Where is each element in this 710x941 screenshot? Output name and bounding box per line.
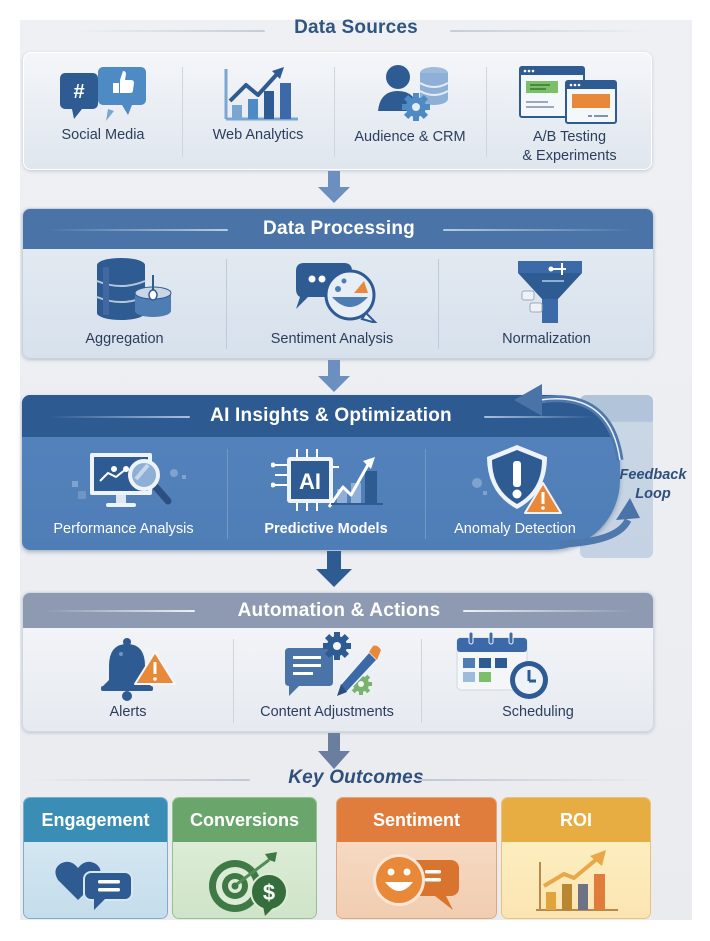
cell-divider (438, 259, 439, 349)
svg-text:$: $ (263, 880, 275, 905)
smiley-chat-icon (373, 854, 459, 910)
data-processing-header: Data Processing (23, 209, 653, 249)
outcome-body (24, 842, 167, 918)
processing-aggregation[interactable]: Aggregation (23, 249, 226, 358)
svg-text:#: # (73, 81, 84, 103)
title-rule-right (463, 610, 633, 612)
processing-label: Sentiment Analysis (270, 331, 394, 347)
outcome-header: Engagement (24, 798, 167, 842)
source-label: Social Media (61, 127, 145, 143)
flow-arrow-down (318, 360, 350, 392)
automation-title: Automation & Actions (237, 600, 441, 621)
action-label: Scheduling (502, 704, 574, 720)
action-alerts[interactable]: Alerts (23, 628, 233, 731)
action-label: Content Adjustments (260, 704, 394, 720)
ai-insights-panel: AI Insights & Optimization Performance A… (22, 395, 620, 550)
outcome-body (502, 842, 650, 918)
title-rule-left (48, 229, 228, 231)
ab-testing-windows-icon (519, 66, 617, 124)
data-processing-panel: Data Processing Aggregation (22, 208, 654, 359)
processing-sentiment-analysis[interactable]: Sentiment Analysis (226, 249, 438, 358)
title-rule-left (75, 30, 265, 32)
ai-label: Anomaly Detection (454, 521, 576, 537)
heart-chat-icon (55, 861, 133, 910)
feedback-loop-arrow-icon[interactable] (500, 370, 650, 550)
source-ab-testing[interactable]: A/B Testing & Experiments (486, 53, 651, 169)
key-outcomes-title: Key Outcomes (288, 767, 424, 788)
action-content-adjustments[interactable]: Content Adjustments (233, 628, 421, 731)
outcome-conversions[interactable]: Conversions $ (172, 797, 317, 919)
title-rule-right (418, 779, 658, 781)
monitor-magnifier-icon (72, 453, 186, 507)
cell-divider (227, 449, 228, 539)
feedback-line1: Feedback (619, 467, 687, 483)
source-label: Web Analytics (212, 127, 304, 143)
outcome-header: ROI (502, 798, 650, 842)
data-sources-title: Data Sources (294, 17, 418, 38)
outcome-body (337, 842, 496, 918)
ai-predictive-models[interactable]: AI Predictive Models (227, 437, 425, 550)
web-analytics-chart-icon (224, 67, 298, 121)
target-dollar-icon: $ (209, 852, 288, 916)
outcome-roi[interactable]: ROI (501, 797, 651, 919)
outcome-body: $ (173, 842, 316, 918)
data-sources-panel: # Social Media Web Analytics (23, 52, 652, 170)
outcome-sentiment[interactable]: Sentiment (336, 797, 497, 919)
action-label: Alerts (109, 704, 147, 720)
title-rule-right (443, 229, 633, 231)
diagram-canvas: Data Sources # Social Media (20, 17, 693, 920)
processing-normalization[interactable]: Normalization (438, 249, 653, 358)
audience-crm-icon (378, 65, 449, 121)
outcome-header: Sentiment (337, 798, 496, 842)
document-edit-gear-icon (285, 632, 381, 698)
source-web-analytics[interactable]: Web Analytics (182, 53, 334, 169)
database-aggregation-icon (96, 258, 172, 320)
ai-chip-trend-icon: AI (271, 449, 383, 511)
outcome-header: Conversions (173, 798, 316, 842)
data-processing-title: Data Processing (263, 218, 415, 239)
action-scheduling[interactable]: Scheduling (421, 628, 653, 731)
automation-header: Automation & Actions (23, 593, 653, 628)
roi-growth-chart-icon (536, 850, 618, 911)
flow-arrow-down (316, 551, 352, 587)
cell-divider (182, 67, 183, 157)
shield-warning-icon (472, 445, 562, 514)
source-label: Audience & CRM (354, 129, 466, 145)
source-social-media[interactable]: # Social Media (24, 53, 182, 169)
ai-label: Predictive Models (264, 521, 388, 537)
ai-anomaly-detection[interactable]: Anomaly Detection (425, 437, 605, 550)
feedback-line2: Loop (635, 486, 671, 502)
title-rule-left (25, 779, 250, 781)
outcome-engagement[interactable]: Engagement (23, 797, 168, 919)
svg-text:AI: AI (299, 469, 321, 494)
source-label-line2: & Experiments (522, 148, 617, 164)
flow-arrow-down (318, 171, 350, 203)
cell-divider (233, 639, 234, 723)
sentiment-chat-icon (296, 263, 378, 323)
flow-arrow-down (318, 733, 350, 769)
funnel-icon (518, 261, 582, 323)
ai-label: Performance Analysis (53, 521, 194, 537)
calendar-clock-icon (456, 631, 548, 699)
source-audience-crm[interactable]: Audience & CRM (334, 53, 486, 169)
processing-label: Normalization (502, 331, 591, 347)
bell-warning-icon (101, 638, 176, 701)
title-rule-right (450, 30, 650, 32)
cell-divider (486, 67, 487, 157)
title-rule-right (484, 416, 594, 418)
ai-insights-title: AI Insights & Optimization (210, 405, 452, 426)
cell-divider (425, 449, 426, 539)
cell-divider (226, 259, 227, 349)
title-rule-left (50, 416, 190, 418)
feedback-loop-label: Feedback Loop (613, 466, 693, 504)
source-label-line1: A/B Testing (532, 129, 607, 145)
cell-divider (334, 67, 335, 157)
cell-divider (421, 639, 422, 723)
social-media-icon: # (60, 67, 146, 121)
automation-panel: Automation & Actions Alerts (22, 592, 654, 732)
ai-performance-analysis[interactable]: Performance Analysis (22, 437, 225, 550)
title-rule-left (45, 610, 195, 612)
processing-label: Aggregation (85, 331, 164, 347)
